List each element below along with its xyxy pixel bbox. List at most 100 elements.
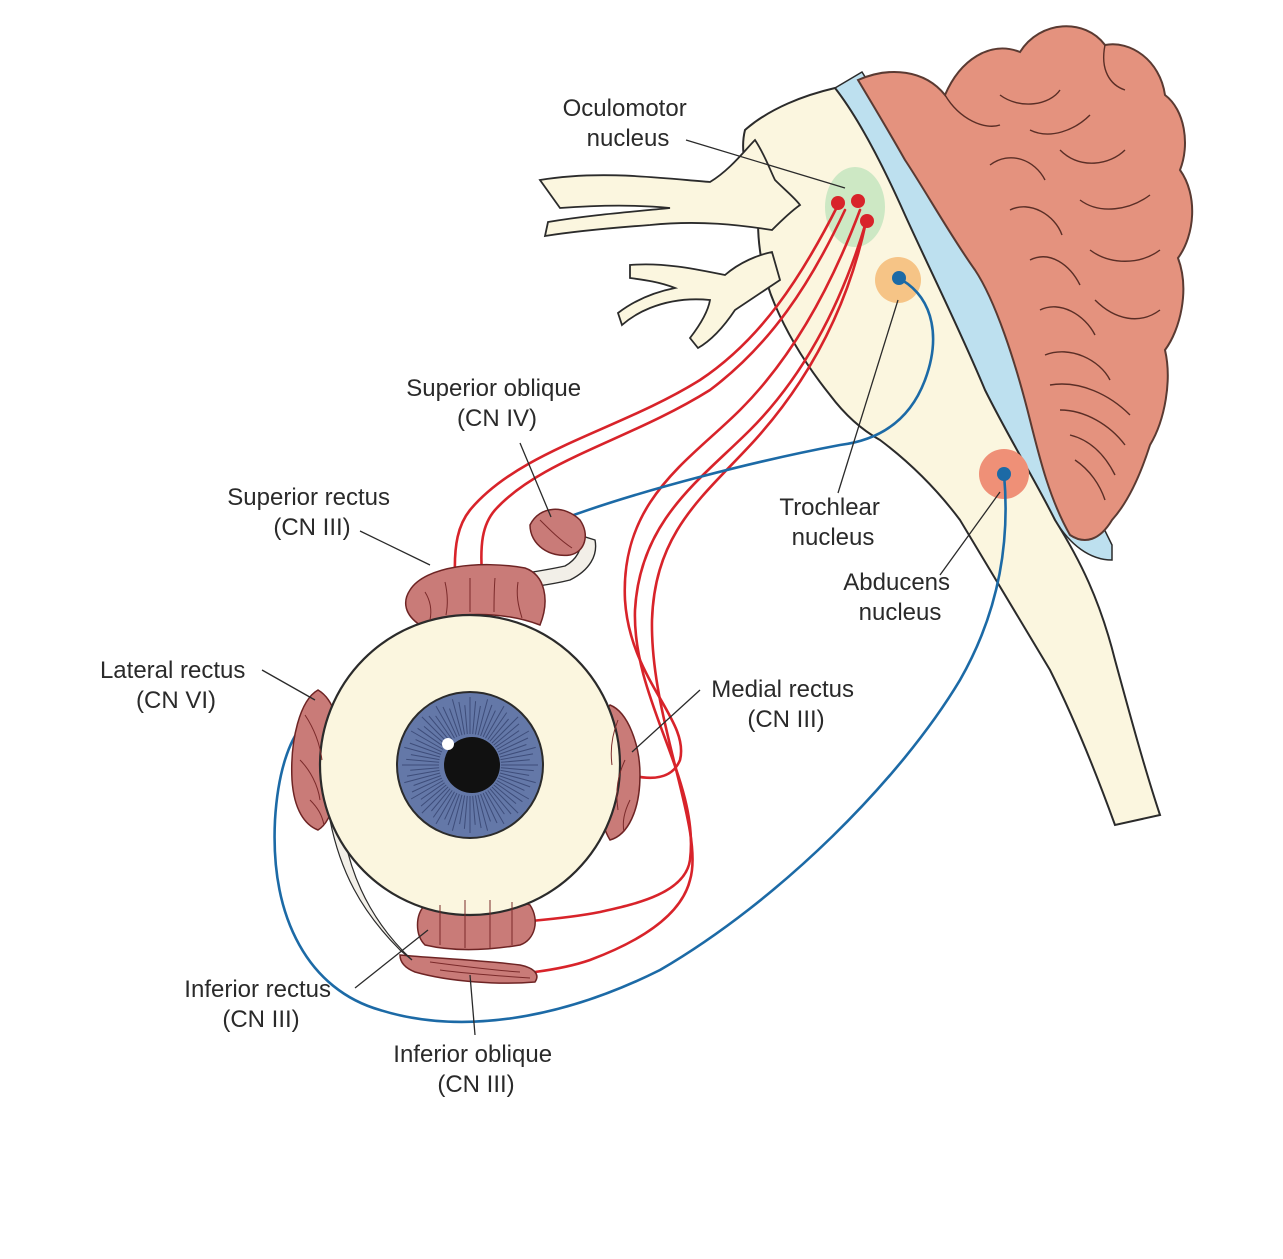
label-medial-rectus: Medial rectus (CN III): [711, 676, 860, 733]
iris-striation: [472, 701, 477, 735]
label-superior-rectus: Superior rectus (CN III): [227, 484, 396, 541]
label-oculomotor-nucleus: Oculomotor nucleus: [563, 95, 694, 152]
iris-striation: [432, 790, 453, 818]
cerebellar-folia: [944, 44, 1161, 501]
brainstem-group: [538, 25, 1194, 827]
iris-striation: [472, 795, 476, 825]
iris-striation: [474, 705, 481, 735]
iris-striation: [404, 746, 441, 758]
iris-striation: [447, 793, 460, 826]
iris-striation: [463, 795, 468, 829]
leader-lateral-rectus: [261, 669, 316, 701]
iris-striation: [500, 767, 534, 772]
oculomotor-neuron-dot-2: [851, 194, 865, 208]
iris-striation: [493, 784, 517, 804]
inferior-oblique-muscle: [399, 954, 538, 984]
eye-group: [290, 508, 641, 984]
iris-striation: [489, 788, 512, 815]
pupil-highlight: [442, 738, 454, 750]
iris-striation: [491, 786, 519, 814]
labels: Oculomotor nucleus Superior oblique (CN …: [100, 95, 956, 1098]
iris-striation: [442, 706, 458, 738]
iris-striation: [498, 775, 531, 788]
leader-inferior-oblique: [469, 974, 476, 1036]
iris-striation: [435, 715, 453, 740]
cn3-to-inferior-oblique: [533, 220, 868, 974]
iris-striation: [410, 730, 444, 750]
iris-striation: [410, 754, 440, 761]
leader-superior-rectus: [359, 530, 431, 566]
iris-striation: [500, 753, 534, 761]
label-abducens-nucleus: Abducens nucleus: [843, 569, 956, 626]
iris-striation: [496, 730, 530, 750]
cn3-to-medial-rectus: [623, 208, 862, 780]
superior-rectus-muscle: [404, 563, 546, 626]
iris-striation: [498, 744, 527, 755]
pupil: [444, 737, 500, 793]
iris-striation: [428, 715, 451, 742]
iris-striation: [495, 782, 523, 803]
iris-striation: [480, 704, 493, 737]
iris-striation: [431, 788, 451, 812]
iris-striation: [435, 791, 455, 825]
leader-medial-rectus: [631, 689, 701, 753]
oculomotor-neuron-dot-3: [860, 214, 874, 228]
iris-striation: [497, 777, 525, 791]
iris-striation: [493, 723, 520, 746]
iris-striation: [451, 794, 463, 831]
iris-striation: [404, 772, 441, 784]
abducens-neuron-dot: [997, 467, 1011, 481]
iris-striation: [489, 718, 509, 742]
iris-striation: [480, 793, 491, 822]
label-inferior-oblique: Inferior oblique (CN III): [393, 1041, 558, 1098]
iris-striation: [485, 705, 505, 739]
cerebellum: [856, 25, 1194, 541]
iris-striation: [459, 795, 466, 825]
iris-striation: [411, 777, 443, 793]
iris-striation: [496, 780, 530, 800]
iris-striation: [421, 786, 449, 814]
iris-striation: [420, 784, 447, 807]
leader-oculomotor: [685, 139, 846, 189]
cranial-nerve-stem-upper: [538, 138, 802, 238]
iris-striation: [485, 791, 505, 825]
iris-striation: [482, 710, 496, 738]
iris-striation: [482, 792, 498, 824]
iris-striation: [417, 727, 445, 748]
label-trochlear-nucleus: Trochlear nucleus: [779, 494, 886, 551]
iris-striation: [413, 775, 442, 786]
iris-striations: [402, 697, 538, 833]
superior-oblique-muscle: [529, 508, 586, 557]
iris-striation: [464, 705, 468, 735]
cn3-to-superior-rectus: [453, 203, 840, 577]
iris-striation: [487, 790, 505, 815]
iris-striation: [406, 769, 440, 777]
iris-striation: [410, 780, 444, 800]
iris-striation: [477, 699, 489, 736]
iris-striation: [421, 716, 449, 744]
iris-striation: [497, 737, 529, 753]
leader-inferior-rectus: [354, 929, 429, 989]
leader-superior-oblique: [519, 442, 552, 518]
label-inferior-rectus: Inferior rectus (CN III): [184, 976, 337, 1033]
iris-striation: [420, 782, 445, 800]
iris-striation: [474, 795, 482, 829]
leader-trochlear: [837, 299, 899, 494]
iris-striation: [499, 772, 536, 784]
label-superior-oblique: Superior oblique (CN IV): [406, 375, 587, 432]
cn3-to-inferior-rectus: [518, 220, 868, 924]
leader-abducens: [939, 491, 1001, 576]
brainstem: [742, 86, 1162, 827]
iris-striation: [451, 699, 463, 736]
iris-striation: [499, 746, 536, 758]
iris-striation: [477, 794, 489, 831]
iris-striation: [449, 708, 460, 737]
iris-striation: [458, 701, 466, 735]
iris-striation: [415, 739, 443, 753]
cn3-to-superior-rectus-2: [480, 208, 847, 577]
label-lateral-rectus: Lateral rectus (CN VI): [100, 657, 252, 714]
trochlear-neuron-dot: [892, 271, 906, 285]
iris-striation: [491, 716, 519, 744]
iris-striation: [500, 759, 530, 763]
iris-striation: [409, 742, 442, 755]
